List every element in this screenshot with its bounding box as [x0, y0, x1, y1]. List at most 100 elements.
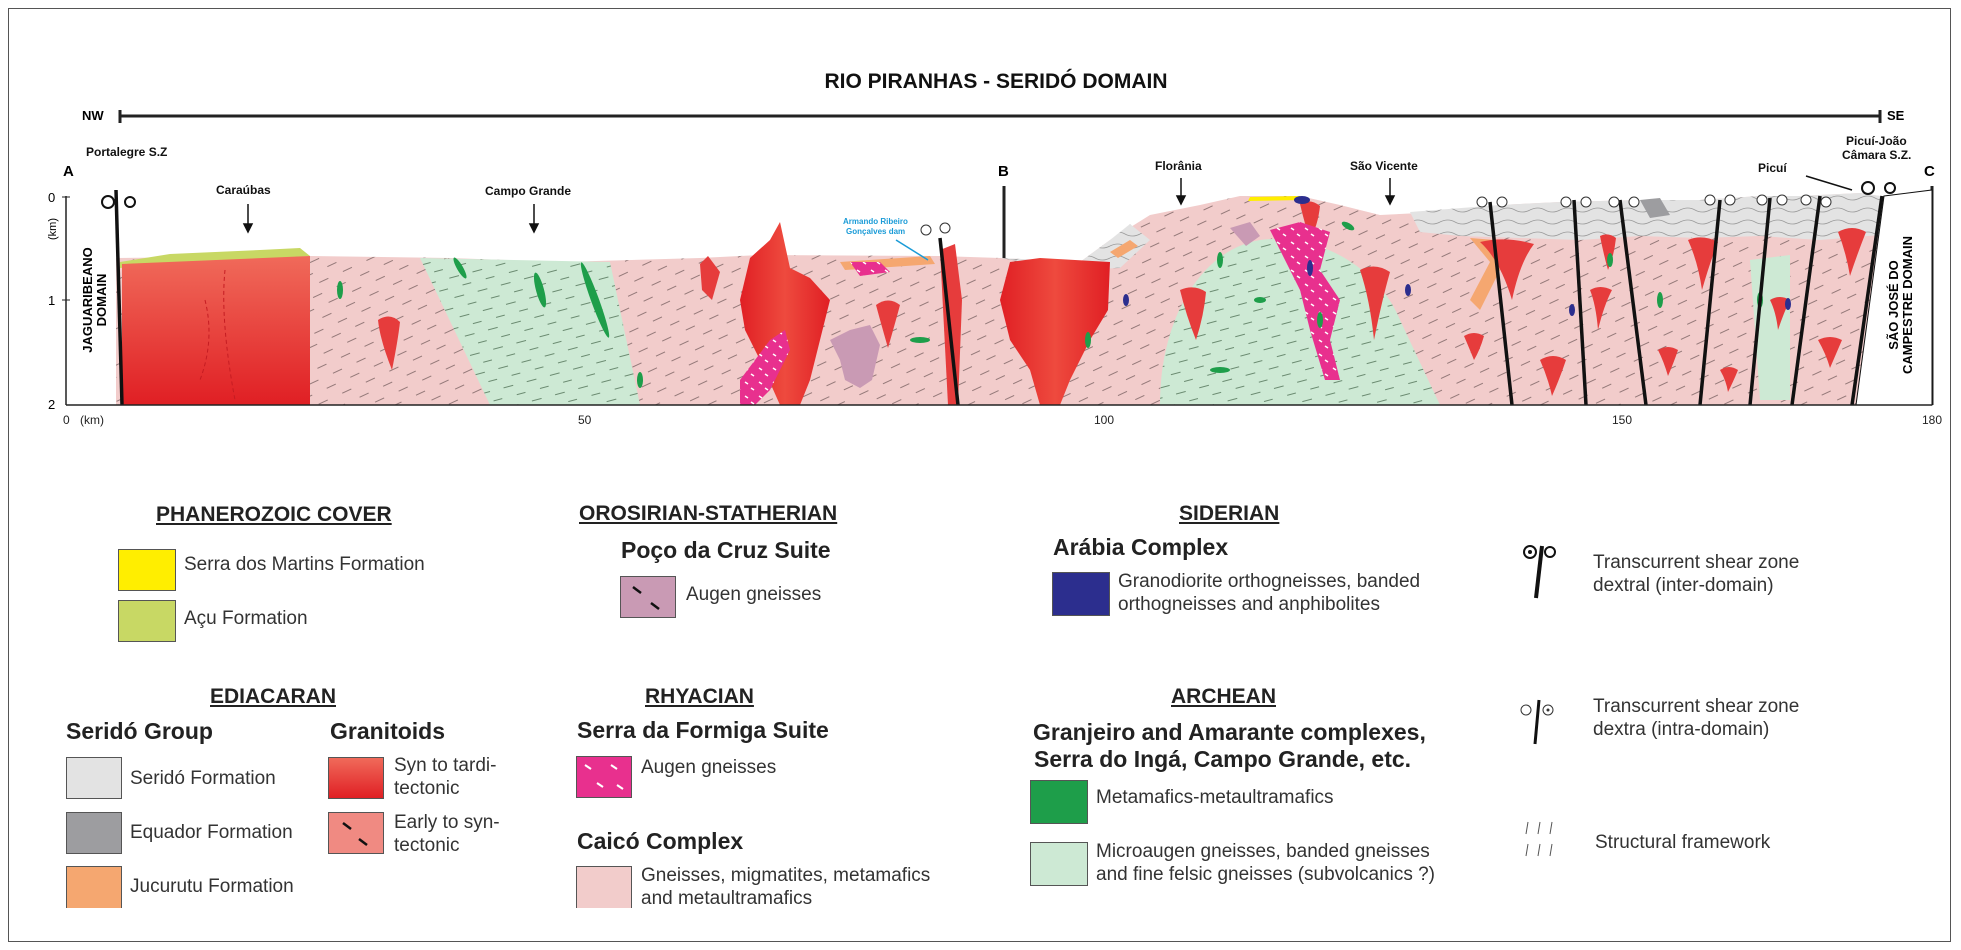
label-caico-1: Gneisses, migmatites, metamafics [641, 864, 930, 888]
label-picui-joao-1: Picuí-João [1846, 134, 1907, 148]
inter-domain-shear-icon [1520, 542, 1560, 602]
legend-phanerozoic-title: PHANEROZOIC COVER [156, 503, 392, 527]
domain-right-2: CAMPESTRE DOMAIN [1900, 236, 1915, 374]
label-poco-augen: Augen gneisses [686, 583, 821, 607]
augen-white-pattern-icon [577, 757, 633, 799]
shear-marker [921, 225, 931, 235]
label-inter-shear-2: dextral (inter-domain) [1593, 574, 1774, 598]
cross-section: RIO PIRANHAS - SERIDÓ DOMAIN NW SE A B C… [0, 0, 1961, 440]
label-structural-framework: Structural framework [1595, 831, 1770, 855]
shear-marker [1705, 195, 1715, 205]
legend-archean-title: ARCHEAN [1171, 685, 1276, 709]
shear-marker [1821, 197, 1831, 207]
depth-tick-0: 0 [48, 190, 55, 205]
dist-tick-100: 100 [1094, 413, 1114, 427]
arrowhead [530, 224, 538, 232]
metamafic-lens [910, 337, 930, 343]
swatch-jucurutu [66, 866, 122, 908]
swatch-metamafics [1030, 780, 1088, 824]
swatch-arabia [1052, 572, 1110, 616]
arabia-lens [1123, 294, 1129, 306]
arrowhead [1177, 196, 1185, 204]
point-a-label: A [63, 163, 74, 180]
distance-axis: 0 (km) 50 100 150 180 [63, 413, 1942, 427]
label-serido: Seridó Formation [130, 767, 276, 791]
label-early-granite-1: Early to syn- [394, 811, 500, 835]
legend-formiga-suite: Serra da Formiga Suite [577, 717, 829, 744]
swatch-serra-martins [118, 549, 176, 591]
se-label: SE [1887, 108, 1905, 123]
label-arabia-1: Granodiorite orthogneisses, banded [1118, 570, 1420, 594]
shear-marker [1477, 197, 1487, 207]
dist-tick-unit: (km) [80, 413, 104, 427]
arrow-picui [1806, 176, 1852, 190]
label-campo-grande: Campo Grande [485, 184, 571, 198]
label-sao-vicente: São Vicente [1350, 159, 1418, 173]
swatch-formiga [576, 756, 632, 798]
legend-archean-complex-1: Granjeiro and Amarante complexes, [1033, 719, 1426, 746]
domain-left-2: DOMAIN [94, 274, 109, 327]
depth-unit: (km) [47, 218, 59, 240]
metamafic-lens [1657, 292, 1663, 308]
legend-granitoids: Granitoids [330, 718, 445, 745]
metamafic-lens [1607, 253, 1613, 267]
label-metamafics: Metamafics-metaultramafics [1096, 786, 1334, 810]
label-intra-shear-2: dextra (intra-domain) [1593, 718, 1769, 742]
swatch-serido [66, 757, 122, 799]
arabia-lens [1569, 304, 1575, 316]
label-microaugen-2: and fine felsic gneisses (subvolcanics ?… [1096, 863, 1435, 887]
label-formiga-augen: Augen gneisses [641, 756, 776, 780]
swatch-acu [118, 600, 176, 642]
shear-marker [1777, 195, 1787, 205]
legend-caico-complex: Caicó Complex [577, 828, 743, 855]
metamafic-lens [1317, 312, 1323, 328]
augen-pattern-icon [621, 577, 677, 619]
label-equador: Equador Formation [130, 821, 293, 845]
swatch-syn-granite [328, 757, 384, 799]
arrowhead [244, 224, 252, 232]
domain-right-1: SÃO JOSÉ DO [1886, 260, 1901, 350]
swatch-microaugen [1030, 842, 1088, 886]
shear-marker [940, 223, 950, 233]
augen-pattern-icon [329, 813, 385, 855]
shear-marker [1801, 195, 1811, 205]
label-picui-joao-2: Câmara S.Z. [1842, 148, 1911, 162]
dist-tick-50: 50 [578, 413, 592, 427]
granite-jaguaribeano [122, 256, 310, 405]
domain-left-1: JAGUARIBEANO [80, 247, 95, 352]
label-syn-granite-1: Syn to tardi- [394, 754, 496, 778]
inter-marker [1862, 182, 1874, 194]
swatch-caico [576, 866, 632, 908]
label-serra-martins: Serra dos Martins Formation [184, 553, 425, 577]
metamafic-lens [1217, 252, 1223, 268]
dist-tick-180: 180 [1922, 413, 1942, 427]
section-title: RIO PIRANHAS - SERIDÓ DOMAIN [824, 69, 1167, 93]
shear-marker [1561, 197, 1571, 207]
label-picui: Picuí [1758, 161, 1787, 175]
legend-serido-group: Seridó Group [66, 718, 213, 745]
dist-tick-150: 150 [1612, 413, 1632, 427]
swatch-poco-augen [620, 576, 676, 618]
shear-marker [1497, 197, 1507, 207]
legend-poco-suite: Poço da Cruz Suite [621, 537, 831, 564]
legend-siderian-title: SIDERIAN [1179, 502, 1279, 526]
label-caico-2: and metaultramafics [641, 887, 812, 911]
inter-marker [1885, 183, 1895, 193]
label-floriana: Florânia [1155, 159, 1202, 173]
metamafic-lens [637, 372, 643, 388]
label-jucurutu: Jucurutu Formation [130, 875, 294, 899]
nw-label: NW [82, 108, 104, 123]
label-syn-granite-2: tectonic [394, 777, 459, 801]
shear-marker [1757, 195, 1767, 205]
shear-marker [1581, 197, 1591, 207]
arabia-lens [1307, 260, 1313, 276]
swatch-early-granite [328, 812, 384, 854]
legend-rhyacian-title: RHYACIAN [645, 685, 754, 709]
shear-marker [1725, 195, 1735, 205]
label-portalegre: Portalegre S.Z [86, 145, 167, 159]
legend-orosirian-title: OROSIRIAN-STATHERIAN [579, 502, 837, 526]
label-inter-shear-1: Transcurrent shear zone [1593, 551, 1799, 575]
label-caraubas: Caraúbas [216, 183, 271, 197]
legend-ediacaran-title: EDIACARAN [210, 685, 336, 709]
swatch-equador [66, 812, 122, 854]
